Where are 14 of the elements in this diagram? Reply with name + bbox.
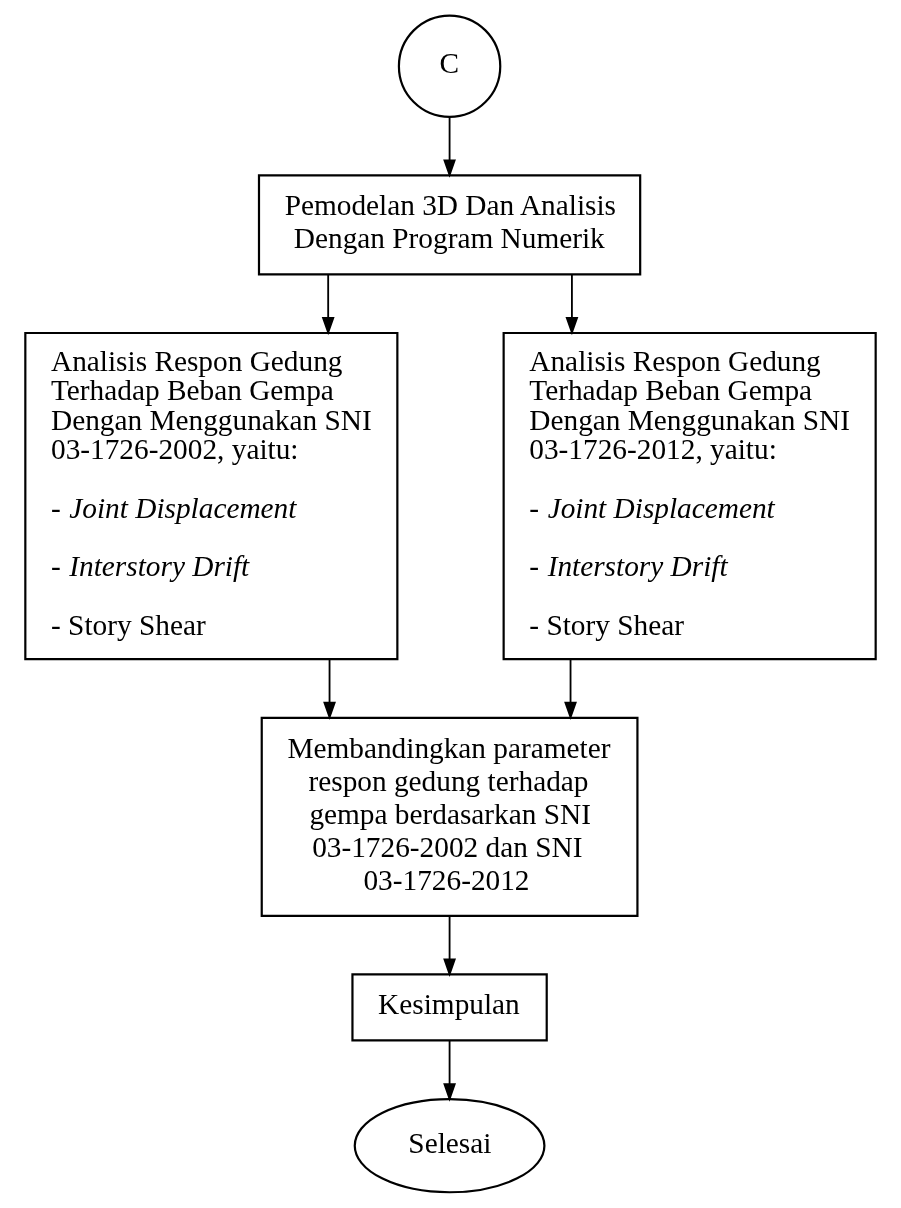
arrow xyxy=(323,658,336,721)
node-box: Membandingkan parameter respon gedung terhadap gempa berdasarkan SNI 03-1726-2002 dan SNI 03-1726-2012 xyxy=(260,716,639,917)
node-ellipse: Selesai xyxy=(353,1098,546,1194)
arrow xyxy=(564,658,577,721)
node-box: Analisis Respon Gedung Terhadap Beban Gempa Dengan Menggunakan SNI 03-1726-2012, yaitu: - Joint Displacement - Interstory Drift - Story Shear xyxy=(502,331,877,661)
node-box: Analisis Respon Gedung Terhadap Beban Gempa Dengan Menggunakan SNI 03-1726-2002, yaitu: - Joint Displacement - Interstory Drift - Story Shear xyxy=(24,331,399,661)
node-box: Kesimpulan xyxy=(351,973,548,1042)
arrow xyxy=(443,116,456,178)
node-box: Pemodelan 3D Dan Analisis Dengan Program Numerik xyxy=(257,174,642,276)
arrow xyxy=(321,273,335,336)
arrow xyxy=(443,915,456,977)
node-circle: C xyxy=(397,14,502,118)
arrow xyxy=(565,273,579,336)
arrow xyxy=(443,1039,456,1102)
